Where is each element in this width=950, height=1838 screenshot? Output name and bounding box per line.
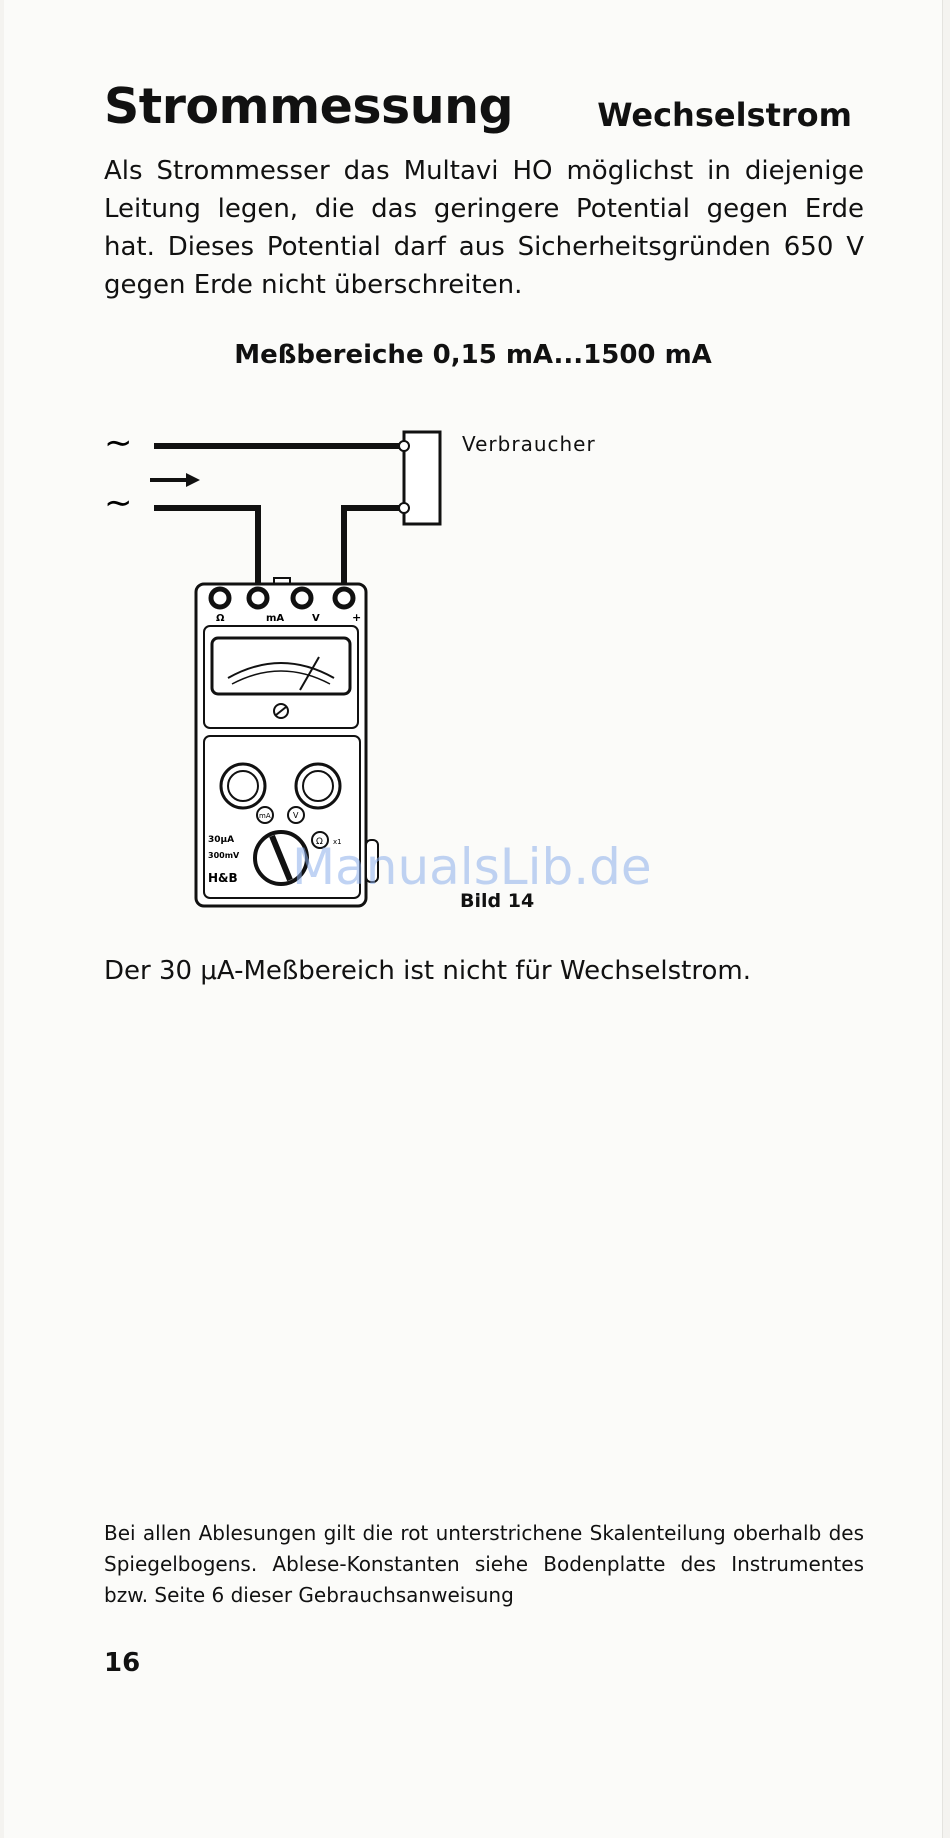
brand-logo: H&B [208, 871, 238, 885]
watermark: ManualsLib.de [292, 838, 652, 896]
knob-label-ma: mA [259, 812, 271, 820]
terminal-label-ma: mA [266, 613, 284, 624]
multimeter-icon: Ω mA V + mA V Ω x1 [194, 577, 379, 908]
knob-label-v: V [293, 811, 299, 820]
circuit-diagram: ∼ ∼ Ω mA V + [104, 423, 442, 908]
terminal-label-v: V [312, 613, 320, 624]
ac-symbol-top: ∼ [104, 423, 133, 463]
page-title: Strommessung [104, 78, 514, 135]
figure-label: Bild 14 [460, 890, 535, 912]
range-label-30: 30μA [208, 835, 234, 845]
consumer-block [402, 430, 442, 526]
consumer-label: Verbraucher [462, 432, 596, 456]
circuit-wires [154, 443, 404, 598]
page-subtitle: Wechselstrom [597, 96, 852, 134]
manual-page: Strommessung Wechselstrom Als Strommesse… [4, 0, 943, 1838]
terminal-label-ohm: Ω [216, 613, 225, 624]
ac-symbol-bottom: ∼ [104, 483, 133, 523]
terminal-label-plus: + [352, 611, 361, 624]
ac-note: Der 30 μA-Meßbereich ist nicht für Wechs… [104, 956, 751, 986]
intro-paragraph: Als Strommesser das Multavi HO möglichst… [104, 156, 864, 300]
range-label-300: 300mV [208, 851, 240, 860]
current-arrow [150, 473, 200, 487]
footer-note: Bei allen Ablesungen gilt die rot unters… [104, 1521, 864, 1607]
page-number: 16 [104, 1648, 141, 1678]
ranges-heading: Meßbereiche 0,15 mA...1500 mA [234, 340, 712, 370]
knob-label-ohm: Ω [316, 837, 323, 847]
knob-label-x1: x1 [333, 838, 342, 846]
